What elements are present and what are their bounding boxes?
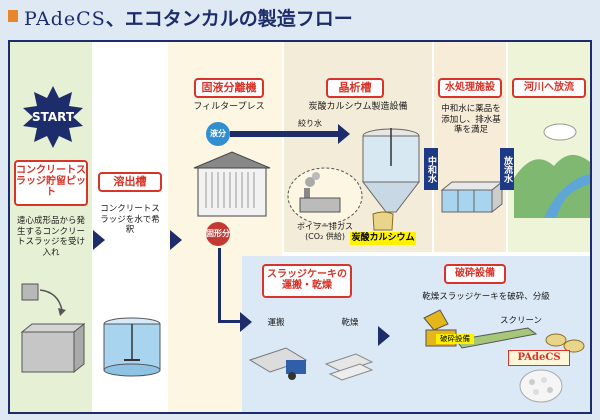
water-treatment-description: 中和水に薬品を添加し、排水基準を満足	[441, 104, 501, 136]
calcium-carbonate-label: 炭酸カルシウム	[350, 232, 416, 245]
solid-down-line	[218, 248, 221, 322]
separator-label: 固液分離機	[194, 78, 264, 98]
page-title: PAdeCS、エコタンカルの製造フロー	[24, 4, 353, 31]
dissolve-description: コンクリートスラッジを水で希釈	[100, 204, 160, 236]
crusher-label: 破砕設備	[444, 264, 506, 284]
dissolve-tank-icon	[103, 317, 161, 377]
arrow-sludge-to-crush	[378, 326, 390, 346]
column-water	[434, 42, 506, 252]
separator-subtitle: フィルタープレス	[193, 102, 265, 112]
title-text: 、エコタンカルの製造フロー	[105, 8, 353, 30]
crystallizer-tank-icon	[361, 128, 421, 213]
boiler-factory-icon	[287, 167, 363, 225]
crusher-machinery-icon	[423, 309, 585, 353]
pit-description: 遠心成形品から発生するコンクリートスラッジを受け入れ	[16, 216, 85, 258]
crystallizer-label: 晶析槽	[326, 78, 384, 98]
padecs-granules-icon	[519, 369, 563, 403]
arrow-dissolve-to-separator	[170, 230, 182, 250]
filter-press-icon	[193, 151, 271, 217]
screen-label: スクリーン	[499, 316, 543, 326]
discharge-water-tag: 放流水	[500, 148, 514, 190]
water-treatment-icon	[440, 180, 504, 214]
arrow-to-sludge	[240, 312, 252, 332]
liquid-fraction-badge: 液分	[206, 122, 230, 146]
river-discharge-label: 河川へ放流	[512, 78, 586, 98]
drying-label: 乾燥	[341, 318, 359, 328]
title-bar	[0, 0, 600, 38]
filtered-water-line	[230, 131, 340, 137]
crusher-description: 乾燥スラッジケーキを破砕、分級	[422, 292, 550, 302]
filtered-water-label: 絞り水	[298, 119, 322, 128]
product-bag-icon	[372, 211, 394, 231]
transport-label: 運搬	[267, 318, 285, 328]
arrow-pit-to-dissolve	[93, 230, 105, 250]
water-treatment-label: 水処理施設	[438, 78, 502, 98]
boiler-label: ボイラー排ガス	[297, 222, 353, 231]
solid-fraction-badge: 固形分	[206, 222, 230, 246]
truck-drying-icon	[248, 347, 374, 381]
title-marker	[8, 10, 18, 22]
crusher-machine-label: 破砕設備	[436, 334, 474, 344]
pit-tank-icon	[20, 283, 86, 374]
start-label: START	[31, 110, 75, 124]
river-landscape-icon	[514, 123, 590, 218]
crystallizer-subtitle: 炭酸カルシウム製造設備	[308, 102, 408, 112]
arrow-to-crystallizer	[338, 124, 350, 144]
dissolve-tank-label: 溶出槽	[98, 172, 162, 192]
sludge-cake-label: スラッジケーキの運搬・乾燥	[262, 264, 352, 298]
solid-right-line	[218, 320, 242, 323]
padecs-product-label: PAdeCS	[508, 350, 570, 366]
neutralized-water-tag: 中和水	[424, 148, 438, 190]
pit-label: コンクリートスラッジ貯留ピット	[14, 160, 88, 206]
start-burst-icon	[23, 86, 83, 148]
title-brand: PAdeCS	[24, 8, 106, 30]
boiler-co2-label: (CO₂ 供給)	[305, 232, 345, 241]
